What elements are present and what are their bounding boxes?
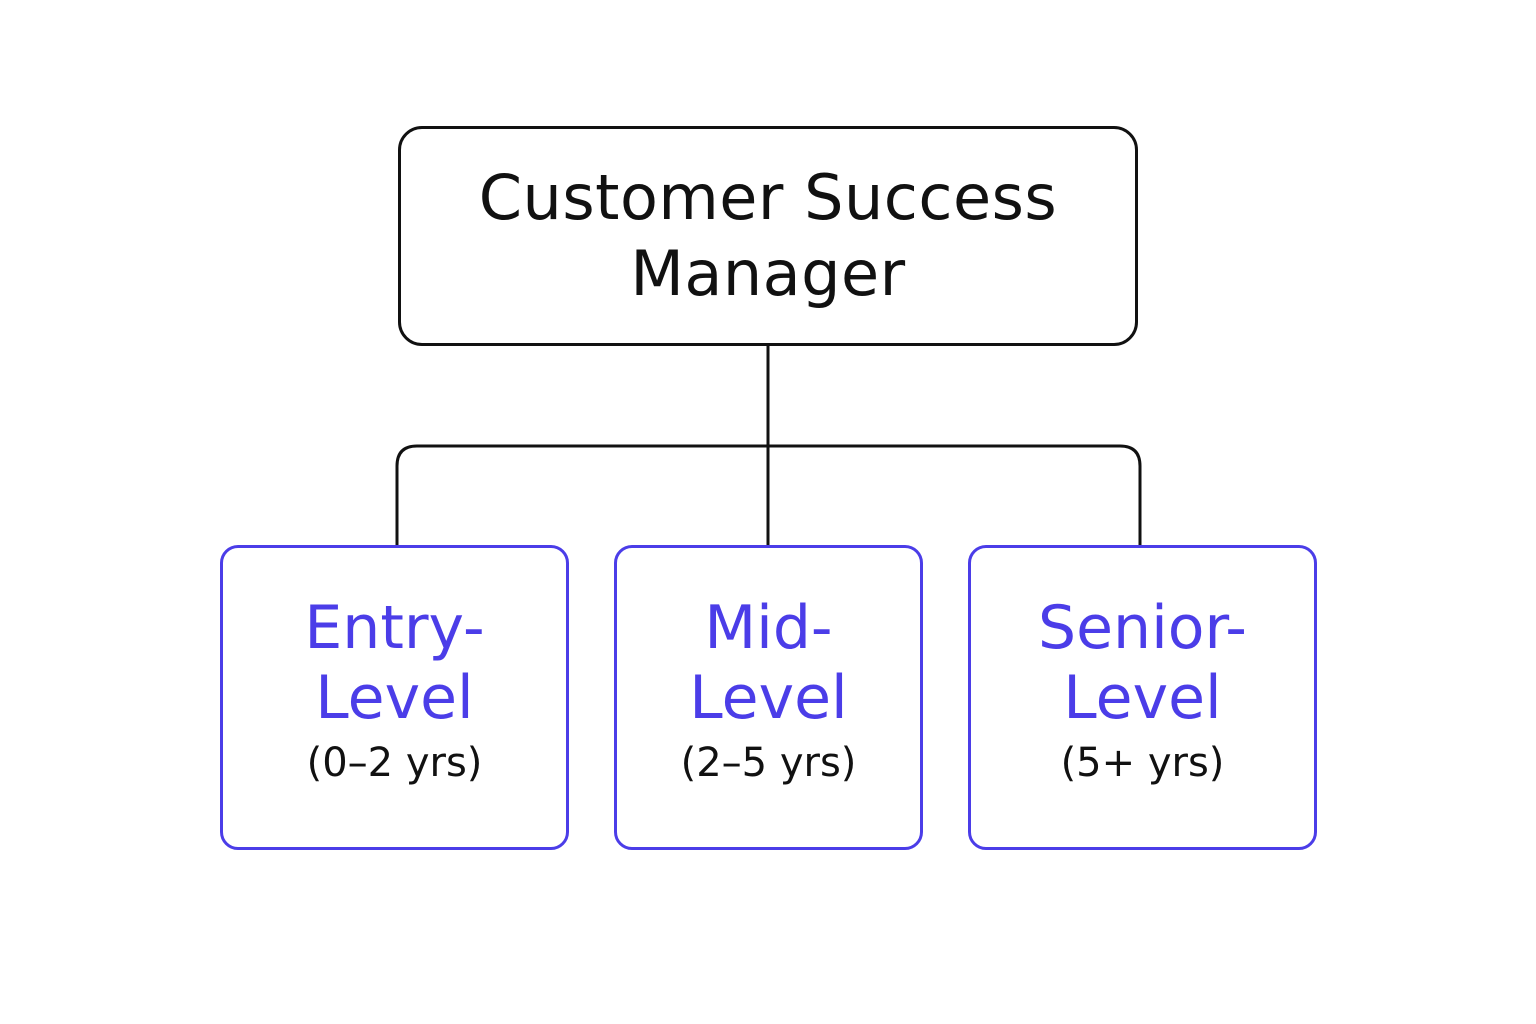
level-years: (0–2 yrs) <box>306 739 483 786</box>
root-title-line-1: Customer Success <box>478 161 1058 234</box>
level-years: (5+ yrs) <box>1060 739 1225 786</box>
root-node-customer-success-manager: Customer Success Manager <box>398 126 1138 346</box>
level-title-line-2: Level <box>315 662 474 733</box>
level-title-line-1: Senior- <box>1038 592 1247 663</box>
root-title-line-2: Manager <box>630 237 906 310</box>
level-years: (2–5 yrs) <box>680 739 857 786</box>
level-node-mid: Mid- Level (2–5 yrs) <box>614 545 923 850</box>
level-node-senior: Senior- Level (5+ yrs) <box>968 545 1317 850</box>
level-title-line-1: Entry- <box>304 592 485 663</box>
level-title-line-2: Level <box>1063 662 1222 733</box>
level-title-line-1: Mid- <box>704 592 833 663</box>
level-title-line-2: Level <box>689 662 848 733</box>
level-node-entry: Entry- Level (0–2 yrs) <box>220 545 569 850</box>
